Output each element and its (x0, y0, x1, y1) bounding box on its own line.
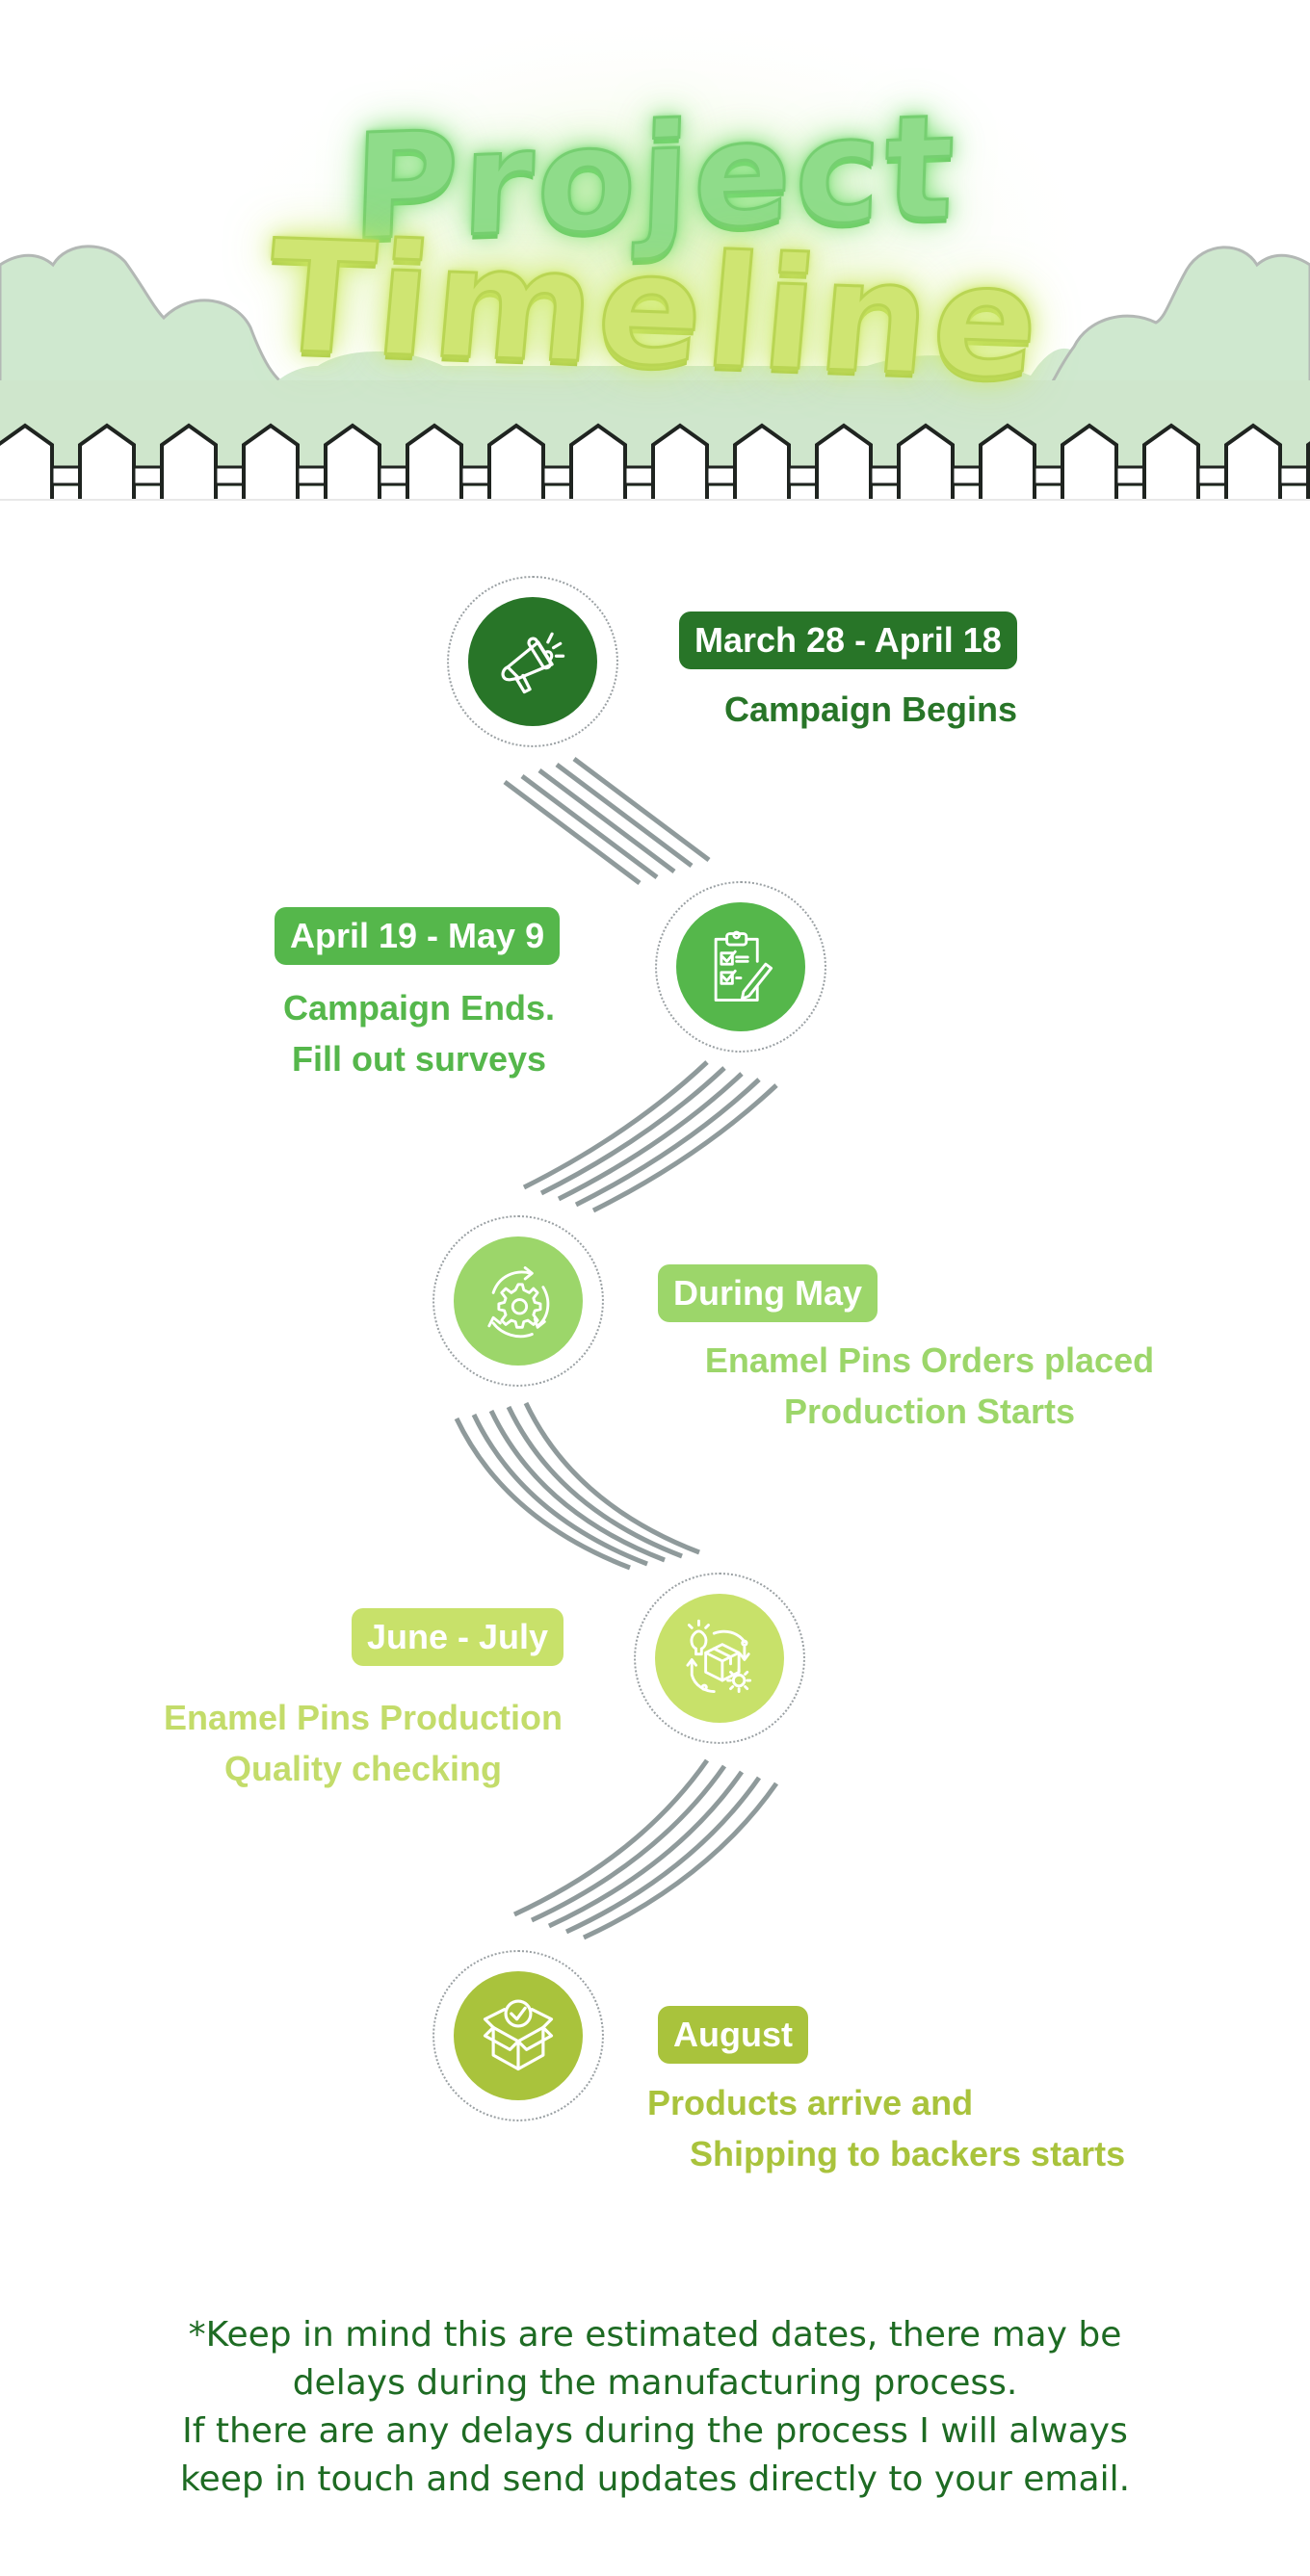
step-5-description: Products arrive and Shipping to backers … (647, 2077, 1225, 2179)
fence-picket (815, 423, 873, 501)
fence-picket (160, 423, 218, 501)
step-4-line-1: Enamel Pins Production (163, 1698, 563, 1737)
step-5-line-1: Products arrive and (647, 2083, 974, 2122)
connector-stripe (564, 1776, 762, 1935)
step-4-description: Enamel Pins Production Quality checking (127, 1692, 599, 1794)
step-3-line-2: Production Starts (783, 1392, 1076, 1431)
fence-picket (1224, 423, 1282, 501)
connector-stripe (522, 1060, 709, 1190)
fence-picket (242, 423, 300, 501)
disclaimer-line-2: delays during the manufacturing process. (292, 2363, 1018, 2403)
step-5-ring (432, 1950, 604, 2121)
disclaimer-line-3: If there are any delays during the proce… (182, 2411, 1128, 2451)
fence-picket (1142, 423, 1200, 501)
connector-stripe (530, 1764, 727, 1923)
connector-stripe (454, 1417, 631, 1571)
connector-stripe (506, 1405, 683, 1559)
fence-picket (0, 423, 54, 501)
clipboard-checklist-icon (714, 930, 773, 1002)
step-2-ring (655, 881, 826, 1053)
connector-stripe (555, 763, 694, 868)
connector-stripe (591, 1083, 778, 1213)
step-3-ring (432, 1215, 604, 1387)
connector-stripe (523, 1401, 700, 1555)
connector-stripe (503, 780, 642, 886)
step-3-date-badge: During May (658, 1264, 878, 1322)
step-5-date-badge: August (658, 2006, 808, 2064)
fence-picket (651, 423, 709, 501)
step-1-line-1: Campaign Begins (723, 690, 1018, 729)
connector-stripe (572, 757, 711, 863)
step-1-description: Campaign Begins (680, 684, 1061, 735)
disclaimer-note: *Keep in mind this are estimated dates, … (0, 2311, 1310, 2504)
step-3-line-1: Enamel Pins Orders placed (704, 1340, 1155, 1380)
step-1-date-badge: March 28 - April 18 (679, 611, 1017, 669)
fence-picket (733, 423, 791, 501)
bushes-and-fence-illustration (0, 10, 1310, 501)
connector-stripe (582, 1782, 779, 1940)
connector-stripe (471, 1413, 648, 1567)
step-1-disc (468, 597, 597, 726)
step-3-description: Enamel Pins Orders placed Production Sta… (665, 1335, 1194, 1437)
connector-stripe (520, 774, 659, 879)
step-2-description: Campaign Ends. Fill out surveys (241, 982, 597, 1084)
connector-stripe (537, 768, 676, 873)
step-2-line-1: Campaign Ends. (282, 988, 556, 1028)
fence-picket (78, 423, 136, 501)
title-glow (202, 10, 1108, 472)
disclaimer-line-1: *Keep in mind this are estimated dates, … (188, 2315, 1122, 2355)
connector-stripe (512, 1758, 710, 1917)
step-4-disc (655, 1594, 784, 1723)
fence-picket (1061, 423, 1118, 501)
connector-stripe (539, 1066, 726, 1196)
step-3-disc (454, 1236, 583, 1366)
picket-fence (0, 423, 1310, 501)
step-5-disc (454, 1971, 583, 2100)
fence-picket (979, 423, 1036, 501)
step-5-line-2: Shipping to backers starts (690, 2134, 1126, 2173)
connector-stripe (547, 1770, 745, 1929)
production-cycle-icon (686, 1619, 752, 1693)
connector-stripe (557, 1072, 744, 1202)
step-4-line-2: Quality checking (223, 1749, 503, 1788)
step-4-ring (634, 1573, 805, 1744)
step-4-date-badge: June - July (352, 1608, 564, 1666)
step-2-date-badge: April 19 - May 9 (275, 907, 561, 965)
step-2-disc (676, 902, 805, 1031)
disclaimer-line-4: keep in touch and send updates directly … (179, 2459, 1131, 2499)
connector-stripe (488, 1409, 666, 1563)
fence-picket (897, 423, 955, 501)
step-1-ring (447, 576, 618, 747)
gear-cycle-icon (487, 1266, 550, 1339)
fence-picket (569, 423, 627, 501)
header-banner: Project Timeline (0, 0, 1310, 501)
box-check-icon (483, 1999, 554, 2071)
step-2-line-2: Fill out surveys (291, 1039, 547, 1079)
fence-picket (406, 423, 463, 501)
megaphone-icon (501, 632, 565, 694)
fence-picket (324, 423, 381, 501)
connector-stripe (574, 1078, 761, 1208)
fence-picket (487, 423, 545, 501)
